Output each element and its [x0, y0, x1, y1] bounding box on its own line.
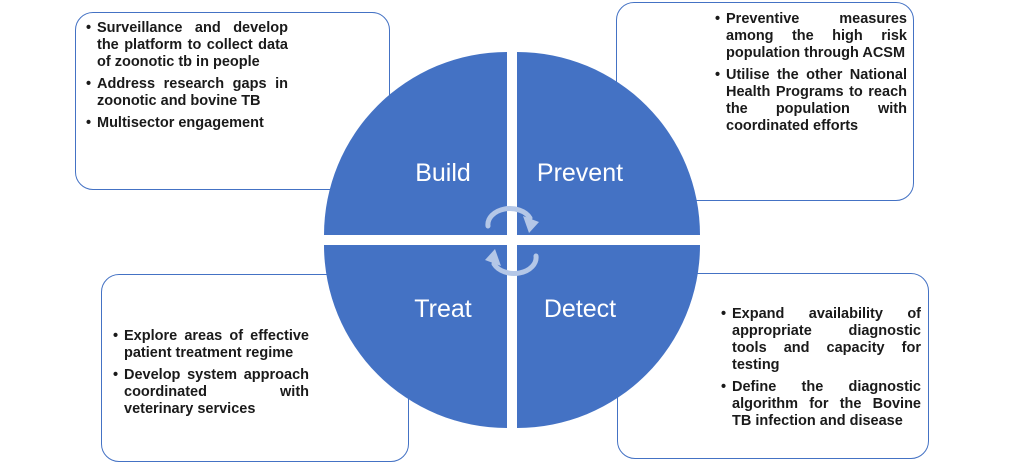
treat-label: Treat — [414, 295, 471, 323]
prevent-bullet: Utilise the other National Health Progra… — [715, 67, 907, 135]
cycle-arrow-icon — [485, 249, 539, 276]
build-bullet: Address research gaps in zoonotic and bo… — [86, 76, 288, 110]
prevent-bullet: Preventive measures among the high risk … — [715, 11, 907, 62]
detect-bullet-list: Expand availability of appropriate diagn… — [721, 306, 921, 435]
build-bullet: Multisector engagement — [86, 115, 288, 132]
treat-quadrant — [324, 245, 507, 428]
detect-bullet: Define the diagnostic algorithm for the … — [721, 379, 921, 430]
prevent-label: Prevent — [537, 159, 623, 187]
build-text-box: Surveillance and develop the platform to… — [75, 12, 390, 190]
build-bullet-list: Surveillance and develop the platform to… — [86, 20, 288, 137]
cycle-arrow-icon — [485, 206, 539, 233]
treat-bullet: Develop system approach coordinated with… — [113, 367, 309, 418]
treat-bullet: Explore areas of effective patient treat… — [113, 328, 309, 362]
build-bullet: Surveillance and develop the platform to… — [86, 20, 288, 71]
treat-text-box: Explore areas of effective patient treat… — [101, 274, 409, 462]
build-label: Build — [415, 159, 471, 187]
prevent-quadrant — [517, 52, 700, 235]
build-quadrant — [324, 52, 507, 235]
detect-label: Detect — [544, 295, 616, 323]
treat-bullet-list: Explore areas of effective patient treat… — [113, 328, 309, 423]
detect-quadrant — [517, 245, 700, 428]
prevent-bullet-list: Preventive measures among the high risk … — [715, 11, 907, 140]
detect-bullet: Expand availability of appropriate diagn… — [721, 306, 921, 374]
